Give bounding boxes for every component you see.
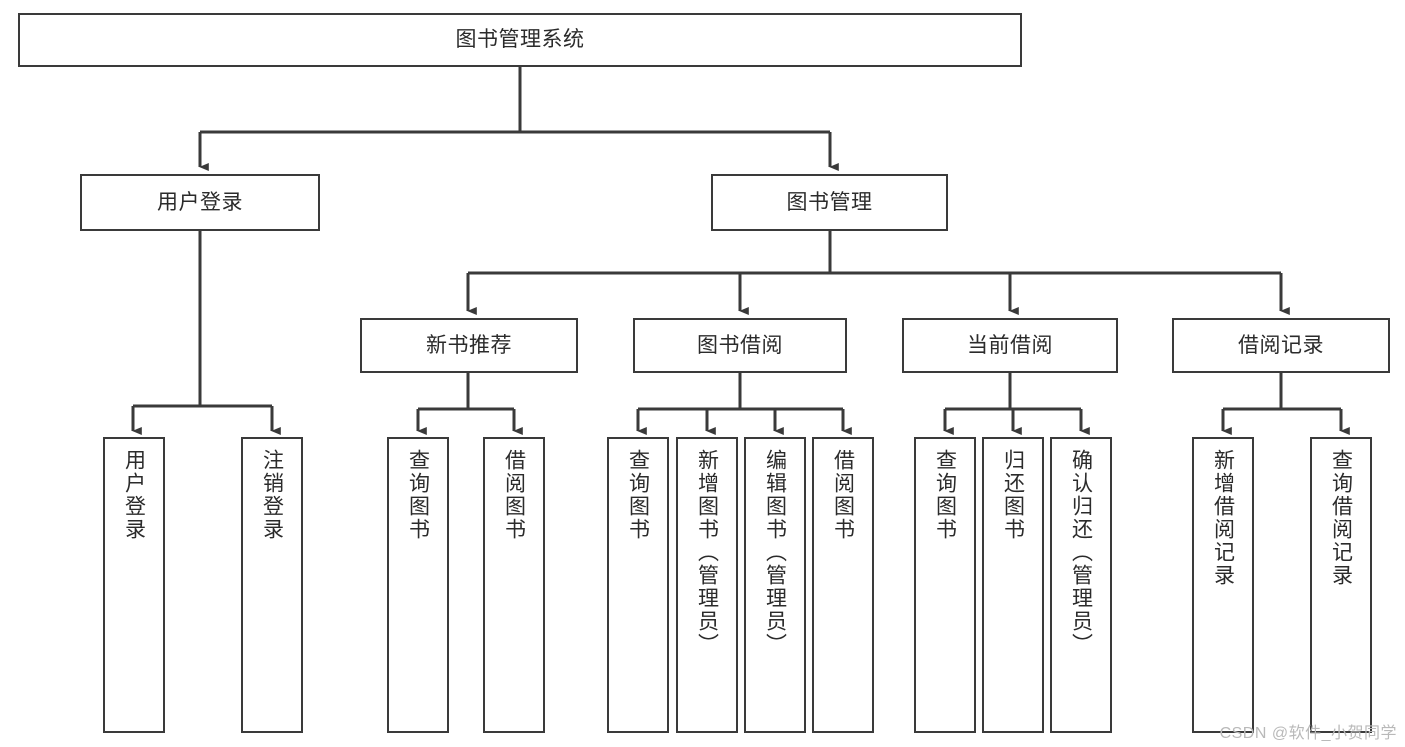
node-leaf-user-login-label: 用户登录 <box>122 449 146 541</box>
node-leaf-logout-label: 注销登录 <box>260 449 284 541</box>
node-root-label: 图书管理系统 <box>455 28 585 52</box>
node-leaf-query-book-1[interactable]: 查询图书 <box>387 437 449 733</box>
node-leaf-user-login[interactable]: 用户登录 <box>103 437 165 733</box>
node-new-book-recommend-label: 新书推荐 <box>426 333 512 357</box>
node-leaf-return-book-label: 归还图书 <box>1001 449 1025 541</box>
csdn-watermark: CSDN @软件_小贺同学 <box>1219 725 1397 742</box>
node-leaf-edit-book[interactable]: 编辑图书（管理员） <box>744 437 806 733</box>
node-leaf-borrow-book-1[interactable]: 借阅图书 <box>483 437 545 733</box>
node-leaf-add-book[interactable]: 新增图书（管理员） <box>676 437 738 733</box>
node-leaf-add-record[interactable]: 新增借阅记录 <box>1192 437 1254 733</box>
node-leaf-borrow-book-1-label: 借阅图书 <box>502 449 526 541</box>
node-leaf-add-book-label: 新增图书（管理员） <box>695 449 719 656</box>
node-user-login[interactable]: 用户登录 <box>80 174 320 231</box>
node-book-borrow-label: 图书借阅 <box>697 333 783 357</box>
node-book-management[interactable]: 图书管理 <box>711 174 948 231</box>
node-leaf-query-book-2[interactable]: 查询图书 <box>607 437 669 733</box>
node-leaf-query-book-2-label: 查询图书 <box>626 449 650 541</box>
node-book-management-label: 图书管理 <box>786 190 873 214</box>
node-leaf-logout[interactable]: 注销登录 <box>241 437 303 733</box>
node-leaf-confirm-return-label: 确认归还（管理员） <box>1069 449 1093 656</box>
node-user-login-label: 用户登录 <box>157 190 243 214</box>
node-borrow-record[interactable]: 借阅记录 <box>1172 318 1390 373</box>
node-leaf-borrow-book-2[interactable]: 借阅图书 <box>812 437 874 733</box>
node-leaf-query-record[interactable]: 查询借阅记录 <box>1310 437 1372 733</box>
node-root[interactable]: 图书管理系统 <box>18 13 1022 67</box>
node-leaf-confirm-return[interactable]: 确认归还（管理员） <box>1050 437 1112 733</box>
node-leaf-edit-book-label: 编辑图书（管理员） <box>763 449 787 656</box>
node-leaf-borrow-book-2-label: 借阅图书 <box>831 449 855 541</box>
node-current-borrow[interactable]: 当前借阅 <box>902 318 1118 373</box>
node-borrow-record-label: 借阅记录 <box>1238 333 1324 357</box>
node-book-borrow[interactable]: 图书借阅 <box>633 318 847 373</box>
node-leaf-query-record-label: 查询借阅记录 <box>1329 449 1353 587</box>
node-leaf-query-book-3[interactable]: 查询图书 <box>914 437 976 733</box>
node-leaf-add-record-label: 新增借阅记录 <box>1211 449 1235 587</box>
node-leaf-query-book-3-label: 查询图书 <box>933 449 957 541</box>
node-leaf-query-book-1-label: 查询图书 <box>406 449 430 541</box>
node-leaf-return-book[interactable]: 归还图书 <box>982 437 1044 733</box>
node-new-book-recommend[interactable]: 新书推荐 <box>360 318 578 373</box>
node-current-borrow-label: 当前借阅 <box>967 333 1053 357</box>
